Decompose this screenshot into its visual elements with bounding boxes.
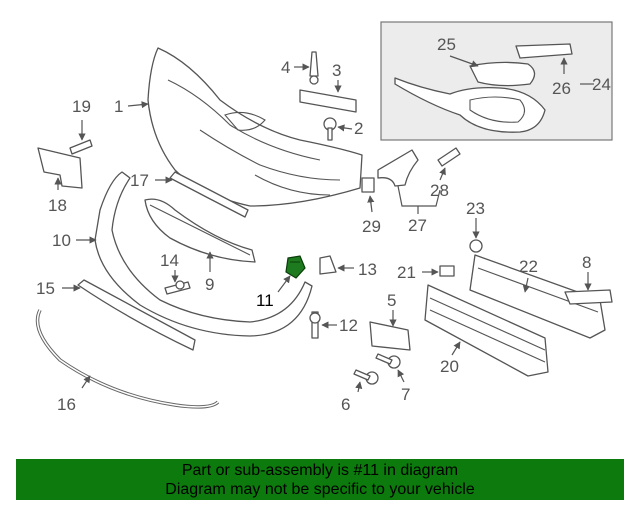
part-19-bolt: [69, 139, 93, 155]
callout-29: 29: [362, 217, 381, 236]
callout-21: 21: [397, 263, 416, 282]
part-8-bracket: [564, 289, 613, 305]
callout-28: 28: [430, 181, 449, 200]
callout-14: 14: [160, 251, 179, 270]
callout-25: 25: [437, 35, 456, 54]
part-10-valance: [94, 171, 313, 337]
callout-4: 4: [281, 58, 290, 77]
part-1-fascia: [147, 47, 363, 207]
part-16-strip: [35, 309, 220, 409]
callout-22: 22: [519, 257, 538, 276]
part-2-screw: [323, 117, 337, 141]
callout-13: 13: [358, 260, 377, 279]
part-4-pin: [309, 51, 319, 85]
part-28-bolt: [437, 147, 461, 167]
part-20-reinforcement: [424, 284, 549, 377]
callout-26: 26: [552, 79, 571, 98]
callout-10: 10: [52, 231, 71, 250]
info-banner: Part or sub-assembly is #11 in diagram D…: [16, 459, 624, 500]
part-27-bracket: [377, 149, 419, 187]
callout-15: 15: [36, 279, 55, 298]
part-7-screw: [375, 353, 401, 369]
callout-17: 17: [130, 171, 149, 190]
callout-20: 20: [440, 357, 459, 376]
part-23-nut: [469, 239, 483, 253]
callout-5: 5: [387, 291, 396, 310]
callout-11-highlighted: 11: [256, 291, 274, 310]
part-15-trim: [77, 279, 196, 351]
callout-8: 8: [582, 253, 591, 272]
part-14-bolt: [164, 280, 191, 295]
part-26-shape: [515, 43, 573, 59]
part-3-strip: [299, 89, 357, 113]
callout-19: 19: [72, 97, 91, 116]
part-12-bolt: [309, 311, 321, 339]
callout-18: 18: [48, 196, 67, 215]
callout-2: 2: [354, 119, 363, 138]
part-21-clip: [439, 265, 455, 277]
callout-16: 16: [57, 395, 76, 414]
callout-6: 6: [341, 395, 350, 414]
callout-12: 12: [339, 316, 358, 335]
part-18-bracket: [37, 147, 83, 189]
part-13-clip: [319, 255, 337, 275]
callout-labels: 1 2 3 4 5 6 7 8 9 10 11 12 13 14 15 16 1…: [36, 35, 611, 414]
callout-24: 24: [592, 75, 611, 94]
part-17-strip: [169, 171, 249, 218]
banner-line-1: Part or sub-assembly is #11 in diagram: [181, 462, 459, 479]
callout-7: 7: [401, 385, 410, 404]
callout-9: 9: [205, 275, 214, 294]
inset-panel: [380, 21, 613, 141]
part-5-bracket: [369, 321, 411, 351]
part-25-shape: [469, 61, 536, 87]
callout-1: 1: [114, 97, 123, 116]
callout-23: 23: [466, 199, 485, 218]
callout-27: 27: [408, 216, 427, 235]
part-11-highlighted: [285, 255, 306, 279]
part-29-clip: [361, 177, 375, 193]
banner-line-2: Diagram may not be specific to your vehi…: [165, 481, 475, 498]
callout-3: 3: [332, 61, 341, 80]
part-6-screw: [353, 369, 379, 385]
leader-lines: [54, 55, 594, 393]
part-9-grille: [144, 198, 256, 263]
